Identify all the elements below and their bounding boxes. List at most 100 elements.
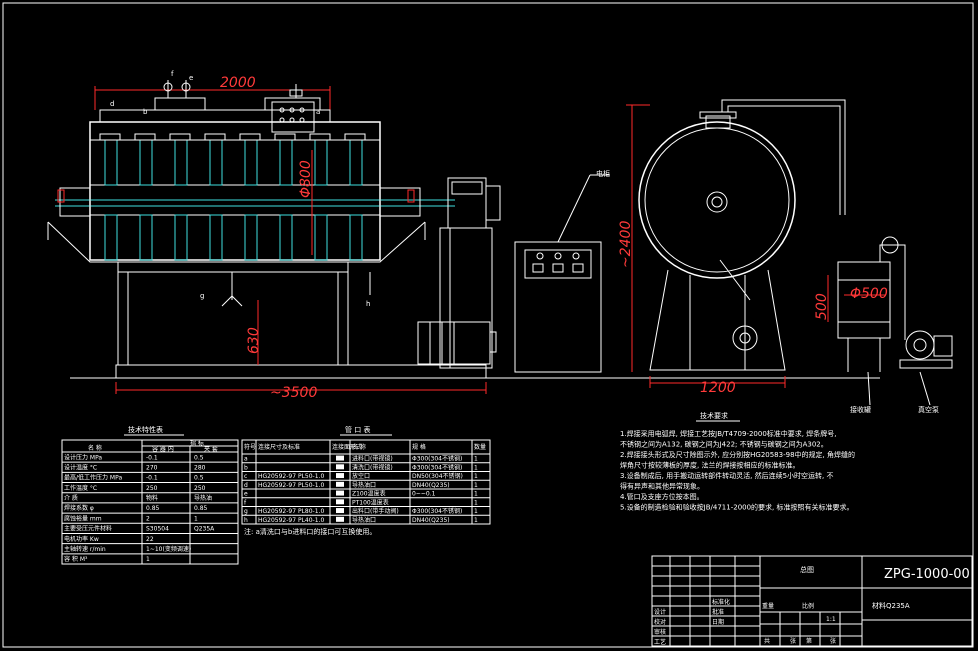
tech-row-shell: 22 (146, 536, 154, 543)
nozzle-cell: 1 (474, 499, 478, 506)
tech-row-shell: 物料 (146, 494, 158, 502)
dim-top-width: 2000 (220, 75, 256, 91)
requirement-line: 不锈钢之间为A132, 碳钢之间为J422; 不锈钢与碳钢之间为A302。 (620, 440, 828, 449)
nozzle-face-mark (336, 508, 344, 514)
tech-row-name: 工作温度 °C (64, 484, 97, 492)
nozzle-table-title: 管 口 表 (345, 425, 370, 434)
tech-row-shell: 270 (146, 465, 158, 472)
tech-col-name: 名 称 (88, 444, 102, 452)
tech-row-shell: 0.85 (146, 505, 160, 512)
tech-row-name: 腐蚀裕量 mm (64, 514, 102, 522)
receiver-and-pump: Φ500 500 接收罐 真空泵 (814, 236, 953, 414)
dim-tank-base-width: 1200 (700, 380, 736, 396)
callout-b: b (143, 108, 148, 116)
title-block-label: 设计 (654, 608, 666, 616)
tech-row-jacket: 0.85 (194, 505, 208, 512)
tech-row-shell: S30504 (146, 526, 169, 533)
drive-assembly (417, 177, 501, 369)
drawing-number: ZPG-1000-00 (884, 567, 970, 582)
nozzle-cell: 1 (474, 464, 478, 471)
tech-row-jacket: 280 (194, 465, 206, 472)
nozzle-cell: 放空口 (352, 472, 370, 480)
nozzle-cell: b (244, 464, 248, 471)
tech-row-shell: 1~10(变频调速) (146, 545, 191, 553)
label-control-box: 电柜 (596, 169, 610, 178)
requirements-title: 技术要求 (700, 411, 728, 420)
requirement-line: 5.设备的制造检验和验收按JB/4711-2000的要求, 标准按照有关标准要求… (620, 503, 854, 512)
title-block: 设计校对审核工艺标准化批准日期重量比例共张第张 总图 ZPG-1000-00 材… (651, 555, 973, 647)
nozzle-cell: 清洗口(带视镜) (352, 463, 393, 471)
tech-row-name: 主要受压元件材料 (64, 525, 112, 533)
title-block-label: 比例 (802, 602, 814, 610)
requirement-line: 1.焊接采用电弧焊, 焊接工艺按JB/T4709-2000标准中要求, 焊条牌号… (620, 429, 836, 438)
tech-row-shell: 250 (146, 485, 158, 492)
title-block-label: 工艺 (654, 638, 666, 646)
tech-row-name: 容 积 M³ (64, 555, 88, 563)
dim-receiver-diameter: Φ500 (850, 286, 888, 302)
nozzle-cell: e (244, 491, 248, 498)
nozzle-cell: HG20592-97 PL40-1.0 (258, 517, 324, 524)
tech-row-jacket: 250 (194, 485, 206, 492)
label-receiver: 接收罐 (850, 405, 871, 414)
nozzle-cell: HG20592-97 PL50-1.0 (258, 473, 324, 480)
title-block-label: 标准化 (712, 598, 730, 606)
title-block-label: 共 (764, 637, 770, 645)
nozzle-face-mark (336, 473, 344, 479)
nozzle-cell: Z100温度表 (352, 490, 386, 498)
nozzle-cell: Φ300(304不锈钢) (412, 463, 462, 471)
tech-row-jacket: 导热油 (194, 494, 212, 502)
tech-row-name: 设计温度 °C (64, 464, 97, 472)
callout-e: e (189, 74, 193, 82)
tech-col-jacket: 夹 套 (204, 445, 218, 453)
tech-row-shell: 2 (146, 515, 150, 522)
tech-col-shell: 容 器 内 (152, 445, 174, 453)
nozzle-cell: PT100温度表 (352, 498, 389, 506)
nozzle-cell: 1 (474, 482, 478, 489)
title-block-label: 张 (830, 637, 836, 645)
nozzle-face-mark (336, 455, 344, 461)
requirement-line: 3.设备制成后, 用手搬动运转部件转动灵活, 然后连续5小时空运转, 不 (620, 471, 833, 480)
drawing-scale: 1:1 (826, 616, 836, 623)
drawing-material: 材料Q235A (872, 601, 910, 610)
title-block-label: 审核 (654, 628, 666, 636)
tech-row-jacket: 0.5 (194, 475, 204, 482)
title-block-label: 日期 (712, 618, 724, 626)
nozzle-face-mark (336, 481, 344, 487)
nozzle-cell: 1 (474, 456, 478, 463)
nozzle-header: 符号 (244, 443, 256, 451)
label-vacuum-pump: 真空泵 (918, 405, 939, 414)
requirement-line: 得有异声和其他异常现象。 (620, 482, 704, 491)
requirement-line: 焊角尺寸按较薄板的厚度, 法兰的焊接按相应的标准标准。 (620, 461, 799, 470)
tech-row-shell: -0.1 (146, 454, 158, 461)
nozzle-cell: a (244, 456, 248, 463)
nozzle-cell: 出料口(带手动阀) (352, 507, 399, 515)
nozzle-cell: h (244, 517, 248, 524)
nozzle-note: 注: a清洗口与b进料口的接口可互换使用。 (244, 527, 376, 536)
tech-row-jacket: 1 (194, 515, 198, 522)
nozzle-cell: HG20592-97 PL80-1.0 (258, 508, 324, 515)
nozzle-cell: 1 (474, 491, 478, 498)
nozzle-cell: DN40(Q235) (412, 482, 450, 489)
nozzle-cell: 导热油口 (352, 481, 376, 489)
requirement-line: 4.管口及支座方位按本图。 (620, 492, 704, 501)
tech-row-name: 设计压力 MPa (64, 453, 102, 461)
callout-f: f (171, 70, 174, 78)
tech-table-title: 技术特性表 (128, 425, 163, 434)
tech-row-name: 焊接系数 φ (64, 504, 94, 512)
dim-receiver-height: 500 (814, 293, 830, 320)
nozzle-header: 规 格 (412, 443, 426, 451)
title-block-label: 重量 (762, 602, 774, 610)
dim-tank-height: ~2400 (618, 221, 634, 268)
tech-row-name: 介 质 (64, 494, 78, 502)
drawing-title: 总图 (800, 565, 814, 574)
nozzle-header: 名 称 (352, 443, 366, 451)
nozzle-face-mark (336, 499, 344, 505)
nozzle-cell: DN40(Q235) (412, 517, 450, 524)
tech-row-jacket: Q235A (194, 526, 215, 533)
dim-vessel-diameter: Φ800 (298, 160, 314, 198)
